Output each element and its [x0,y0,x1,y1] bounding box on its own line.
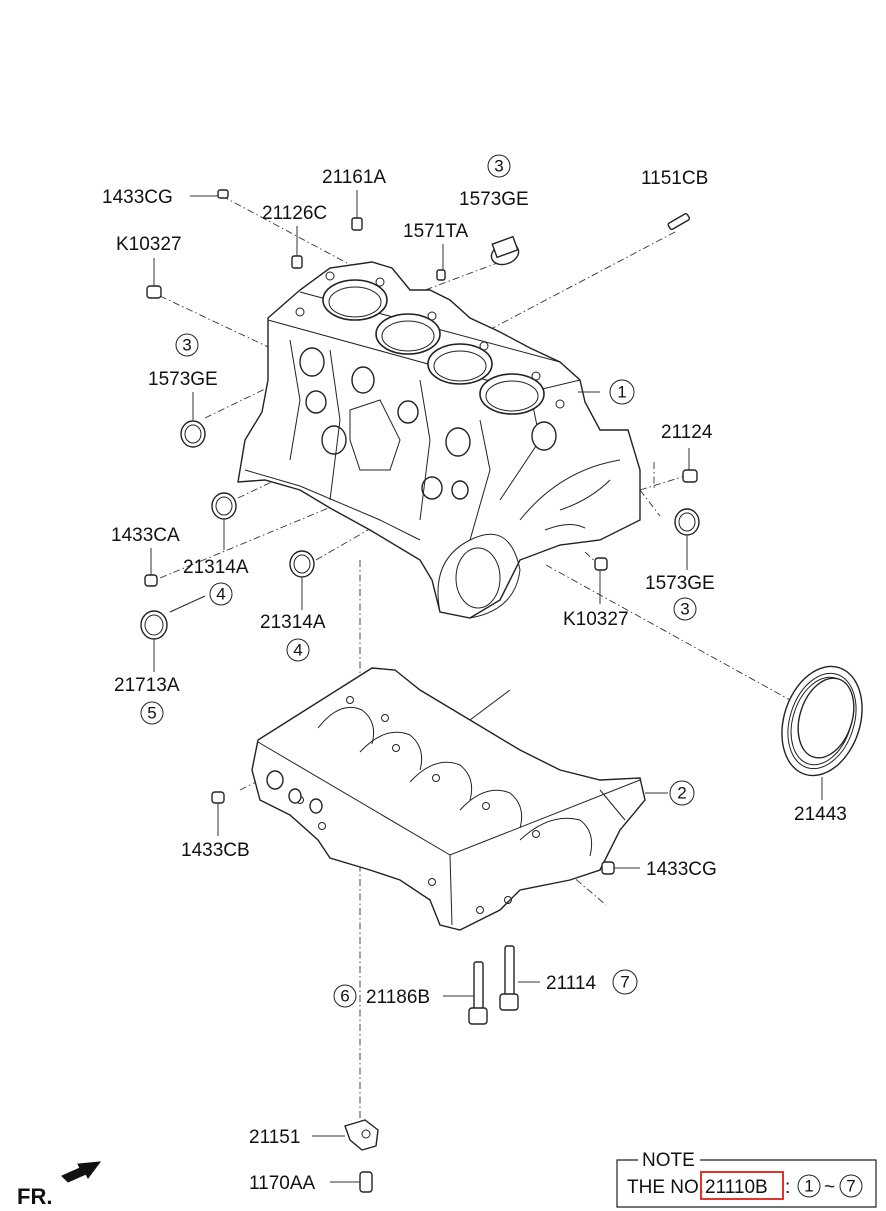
label-21114: 21114 [546,973,596,994]
label-1573ge-right: 1573GE [645,573,715,594]
callout-4-b: 4 [293,641,302,660]
callout-5: 5 [147,704,156,723]
label-k10327-left: K10327 [116,234,182,255]
part-labels: 1433CG 21161A 21126C 1571TA 1573GE 1151C… [102,167,847,1194]
label-21151: 21151 [249,1127,300,1148]
label-21161a: 21161A [322,167,386,188]
cylinder-block-upper [237,261,641,619]
callouts: 3 3 3 1 2 4 4 5 6 7 [140,154,697,1008]
label-21186b: 21186B [366,987,430,1008]
label-1433cb: 1433CB [181,840,250,861]
label-1151cb: 1151CB [641,168,708,189]
label-k10327-right: K10327 [563,609,629,630]
callout-3-top: 3 [494,157,503,176]
callout-3-right: 3 [680,600,689,619]
note-range-end: 7 [846,1177,855,1196]
note-part-highlight [700,1171,784,1200]
label-1573ge-left: 1573GE [148,369,218,390]
front-label: FR. [17,1184,52,1209]
label-21314a-left: 21314A [183,557,249,578]
note-box: NOTE THE NO. 21110B : 1 ~ 7 [616,1150,877,1208]
label-1573ge-top: 1573GE [459,189,529,210]
note-range-start: 1 [804,1177,813,1196]
label-21443: 21443 [794,804,847,825]
label-21124: 21124 [661,422,713,443]
callout-1: 1 [617,383,626,402]
callout-4-a: 4 [216,585,225,604]
callout-6: 6 [340,987,349,1006]
note-tilde: ~ [824,1177,835,1198]
label-1433cg-top: 1433CG [102,187,173,208]
small-parts [140,189,700,1193]
front-arrow-icon [61,1161,102,1183]
note-separator: : [785,1177,790,1198]
leader-lines [150,190,823,1183]
crankcase-lower [251,667,646,931]
label-21713a: 21713A [114,675,180,696]
label-21314a-mid: 21314A [260,612,326,633]
label-1433ca: 1433CA [111,525,180,546]
note-title: NOTE [642,1150,695,1171]
callout-2: 2 [677,784,686,803]
note-prefix: THE NO. [627,1177,704,1198]
front-marker: FR. [17,1161,102,1209]
rear-oil-seal [781,665,863,777]
label-1170aa: 1170AA [249,1173,316,1194]
callout-7: 7 [620,973,629,992]
label-1433cg-right: 1433CG [646,859,717,880]
label-21126c: 21126C [262,203,327,224]
callout-3-left: 3 [182,336,191,355]
note-part-no: 21110B [705,1177,768,1198]
label-1571ta: 1571TA [403,221,468,242]
